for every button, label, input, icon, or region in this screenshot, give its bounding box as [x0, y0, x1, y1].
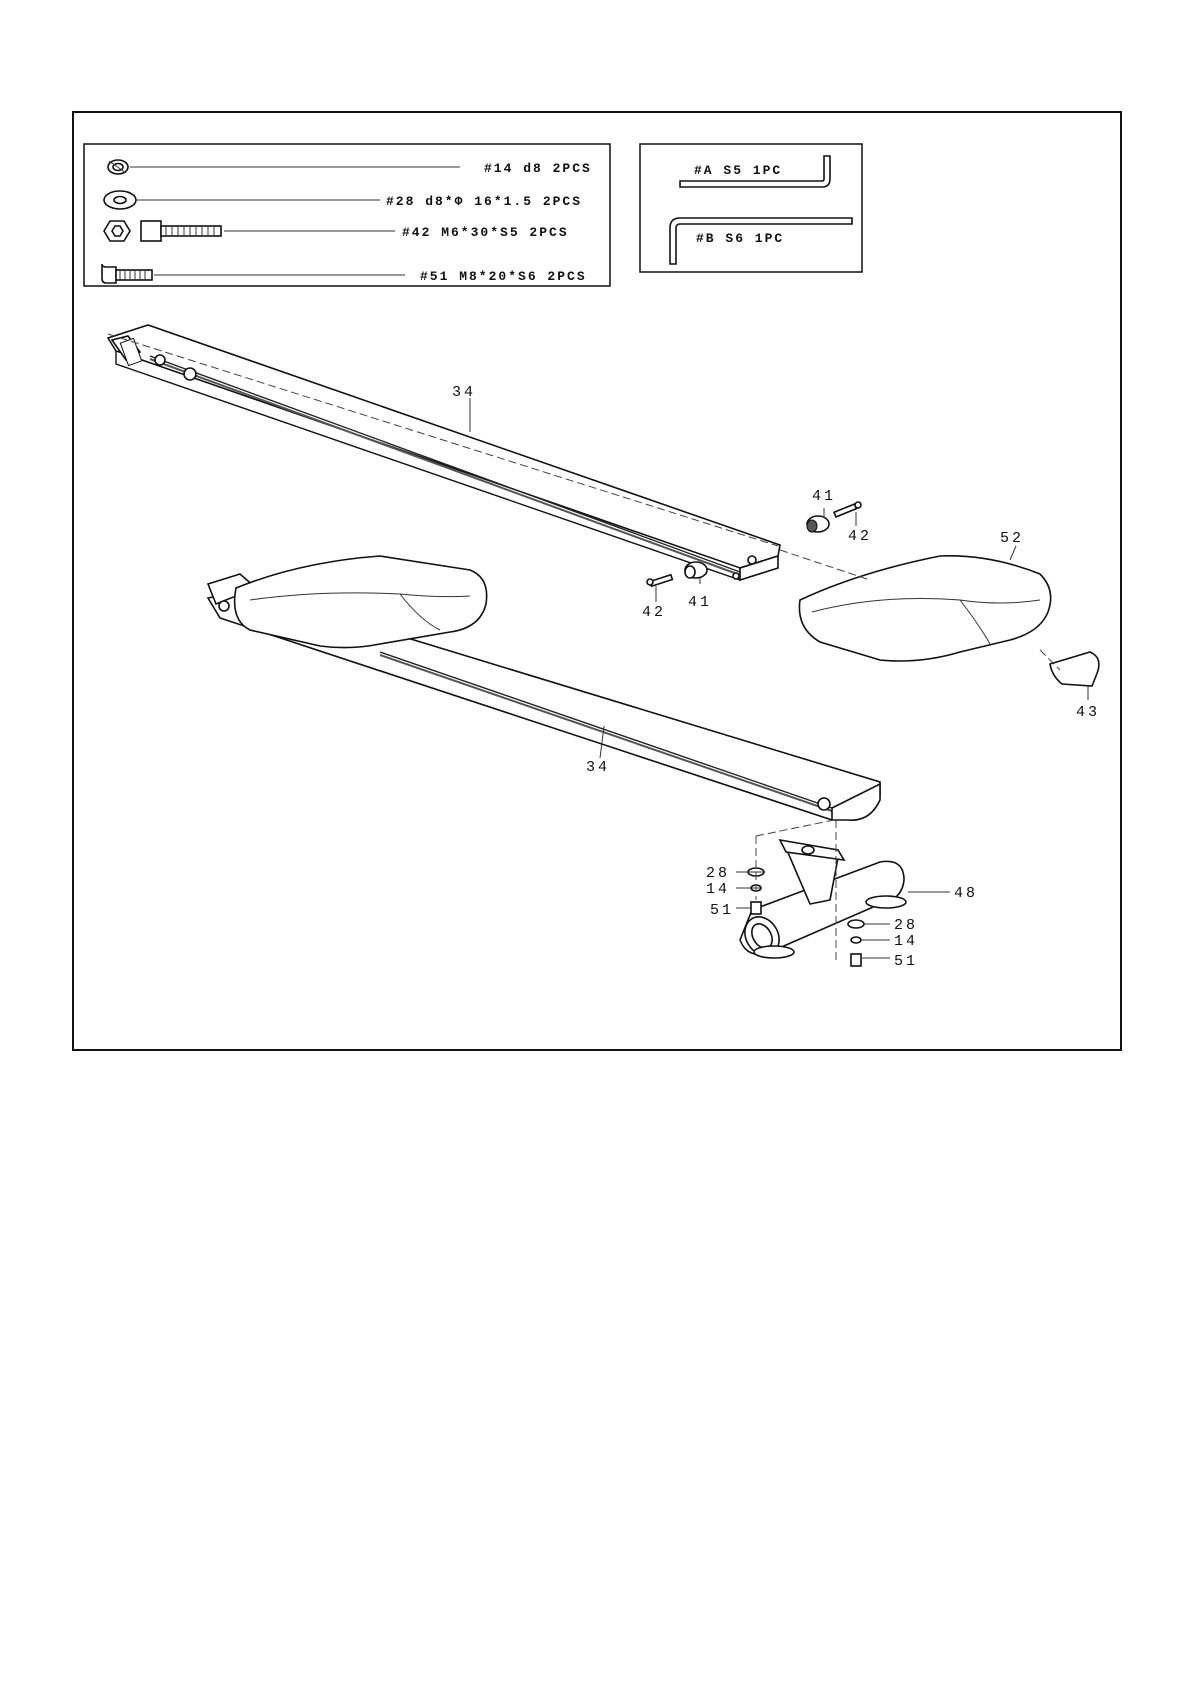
spring-washer-14-right	[851, 937, 861, 943]
roller-41-lower	[685, 562, 707, 578]
callout-28-left: 28	[706, 865, 730, 882]
bolt-42-upper	[834, 502, 861, 517]
callout-48: 48	[954, 885, 978, 902]
callout-14-right: 14	[894, 933, 918, 950]
hardware-item-51: #51 M8*20*S6 2PCS	[420, 269, 587, 284]
hardware-item-28: #28 d8*Φ 16*1.5 2PCS	[386, 194, 582, 209]
callout-43: 43	[1076, 704, 1100, 721]
callout-51-left: 51	[710, 902, 734, 919]
button-head-bolt-icon	[102, 264, 152, 283]
flat-washer-icon	[104, 191, 136, 209]
bolt-51-left	[751, 902, 761, 914]
roller-41-upper	[807, 516, 829, 532]
callout-14-left: 14	[706, 881, 730, 898]
callout-51-right: 51	[894, 953, 918, 970]
seat-52	[799, 556, 1050, 661]
callout-42-lower: 42	[642, 604, 666, 621]
hardware-item-42: #42 M6*30*S5 2PCS	[402, 225, 569, 240]
washer-28-right	[848, 920, 864, 928]
tool-item-b: #B S6 1PC	[696, 231, 784, 246]
callout-34-upper: 34	[452, 384, 476, 401]
tool-item-a: #A S5 1PC	[694, 163, 782, 178]
hardware-item-14: #14 d8 2PCS	[484, 161, 592, 176]
stabilizer-48	[738, 840, 906, 961]
callout-41-upper: 41	[812, 488, 836, 505]
bolt-51-right	[851, 954, 861, 966]
tools-box: #A S5 1PC #B S6 1PC	[640, 144, 862, 272]
bolt-42-lower	[647, 575, 672, 587]
upper-rail	[108, 325, 780, 580]
hardware-box: #14 d8 2PCS #28 d8*Φ 16*1.5 2PCS #42 M6*…	[84, 144, 610, 286]
spring-washer-icon	[108, 160, 128, 174]
callout-52: 52	[1000, 530, 1024, 547]
callout-34-lower: 34	[586, 759, 610, 776]
seat-left	[235, 556, 487, 648]
hex-socket-bolt-icon	[104, 221, 221, 241]
end-cap-43	[1050, 652, 1099, 686]
callout-42-upper: 42	[848, 528, 872, 545]
callout-28-right: 28	[894, 917, 918, 934]
callout-41-lower: 41	[688, 594, 712, 611]
